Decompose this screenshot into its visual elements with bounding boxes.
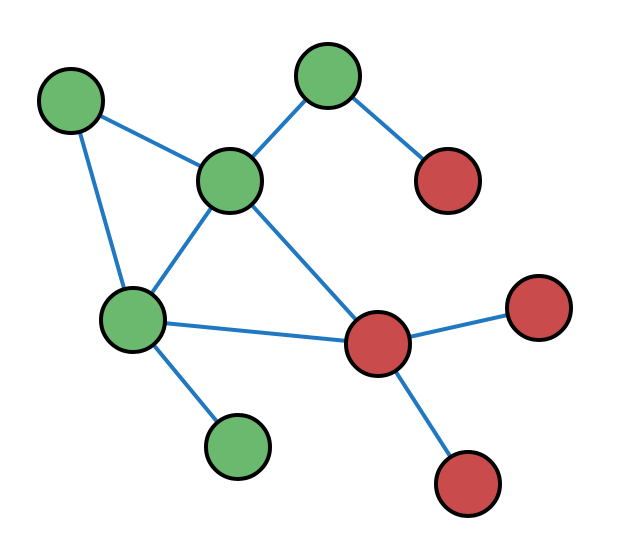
- edges-layer: [69, 74, 541, 486]
- node-n8-green: [204, 413, 272, 481]
- node-n2-green: [294, 42, 362, 110]
- edge-n3-n6: [228, 179, 380, 346]
- node-n5-green: [99, 286, 167, 354]
- node-n4-red: [414, 147, 482, 215]
- node-n9-red: [434, 450, 502, 518]
- node-n6-red: [344, 310, 412, 378]
- nodes-layer: [37, 42, 573, 518]
- node-n1-green: [37, 67, 105, 135]
- edge-n5-n6: [131, 318, 380, 346]
- edge-n1-n5: [69, 99, 135, 322]
- node-n3-green: [196, 147, 264, 215]
- node-n7-red: [505, 274, 573, 342]
